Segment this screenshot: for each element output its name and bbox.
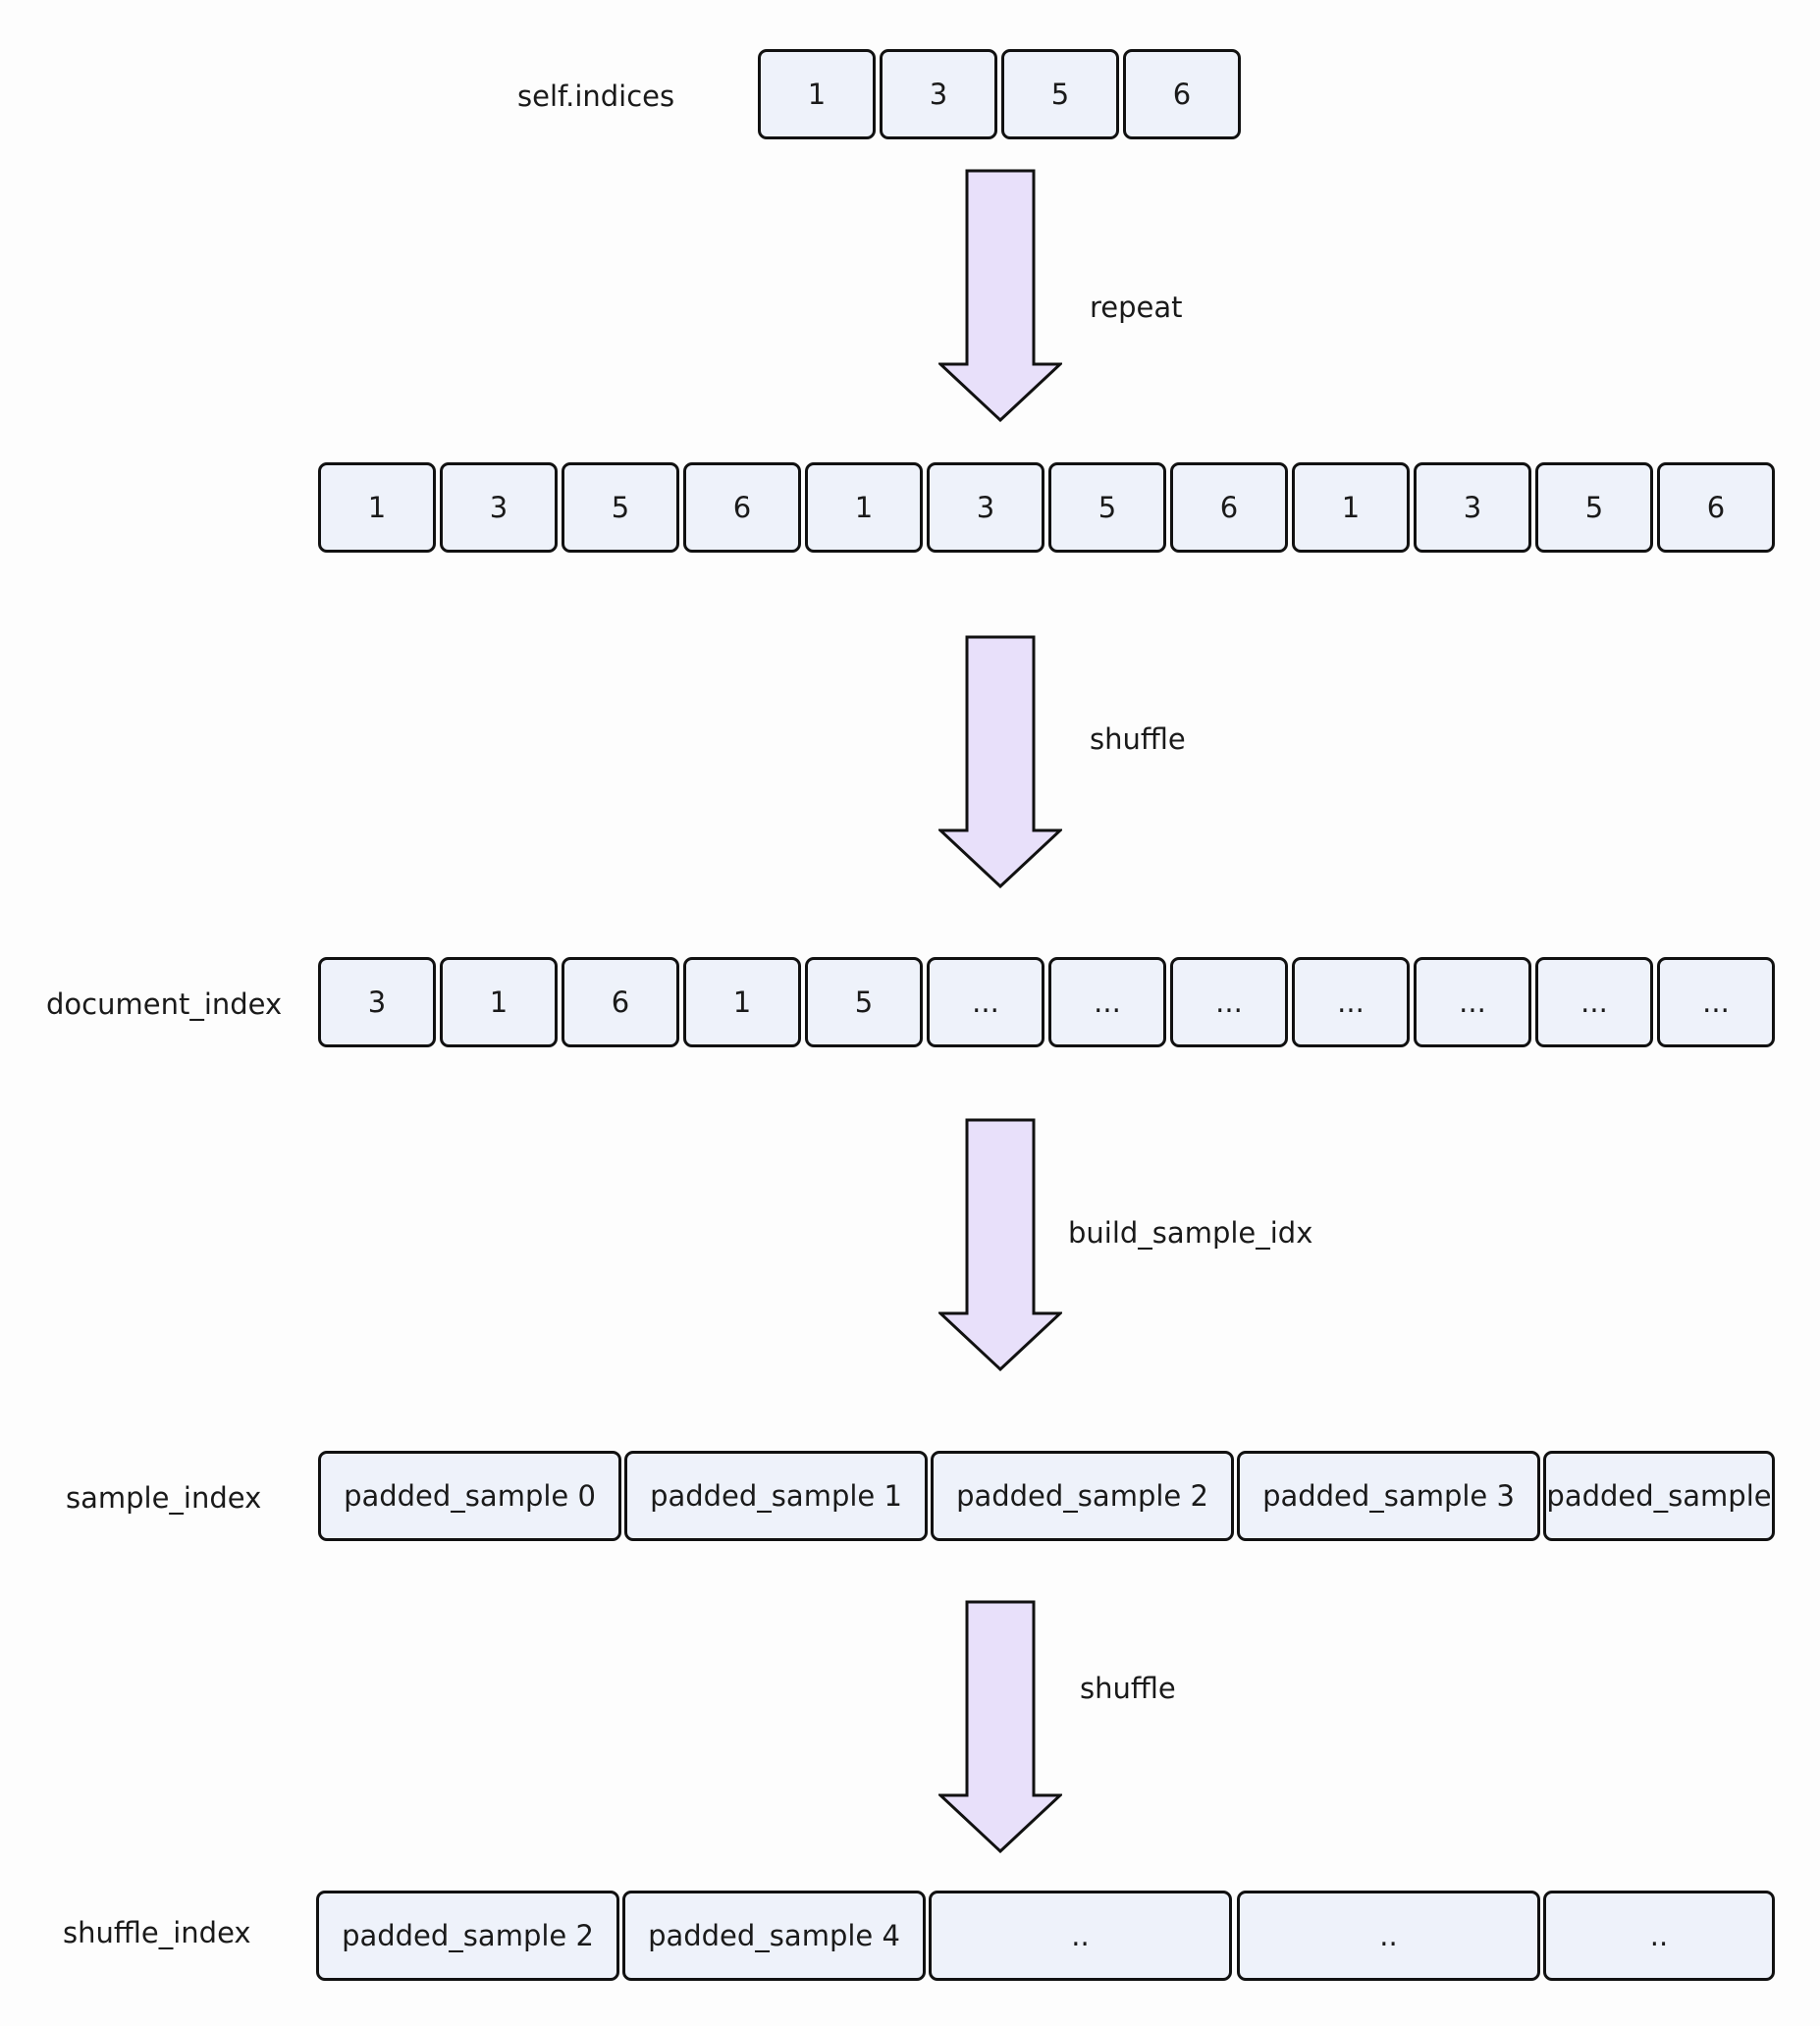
shuffle-arrow-label: shuffle xyxy=(1080,1672,1176,1705)
shuffle-index-cell: padded_sample 4 xyxy=(622,1891,926,1981)
self-indices-cell: 6 xyxy=(1123,49,1241,139)
document-index-label: document_index xyxy=(46,987,283,1021)
build-sample-idx-arrow xyxy=(938,1118,1062,1371)
repeated-cell: 3 xyxy=(927,462,1044,553)
document-index-cell: 5 xyxy=(805,957,923,1047)
repeated-cell: 5 xyxy=(1048,462,1166,553)
document-index-cell: ... xyxy=(1535,957,1653,1047)
document-index-cell: ... xyxy=(1657,957,1775,1047)
sample-index-cell: padded_sample 2 xyxy=(931,1451,1234,1541)
shuffle-index-cell: .. xyxy=(929,1891,1232,1981)
repeated-cell: 3 xyxy=(440,462,558,553)
repeat-arrow-label: repeat xyxy=(1090,291,1183,324)
document-index-cell: ... xyxy=(1292,957,1410,1047)
document-index-cell: 3 xyxy=(318,957,436,1047)
sample-index-cell: padded_sample 1 xyxy=(624,1451,928,1541)
repeat-arrow xyxy=(938,169,1062,422)
shuffle-arrow xyxy=(938,1600,1062,1853)
document-index-cell: ... xyxy=(1414,957,1531,1047)
shuffle-arrow xyxy=(938,635,1062,888)
shuffle-index-cell: .. xyxy=(1237,1891,1540,1981)
self-indices-cell: 5 xyxy=(1001,49,1119,139)
repeated-cell: 1 xyxy=(318,462,436,553)
document-index-cell: ... xyxy=(1170,957,1288,1047)
document-index-cell: ... xyxy=(927,957,1044,1047)
shuffle-index-cell: padded_sample 2 xyxy=(316,1891,619,1981)
document-index-cell: 1 xyxy=(440,957,558,1047)
sample-index-cell: padded_sample xyxy=(1543,1451,1775,1541)
repeated-cell: 3 xyxy=(1414,462,1531,553)
repeated-cell: 5 xyxy=(1535,462,1653,553)
document-index-cell: 1 xyxy=(683,957,801,1047)
sample-index-label: sample_index xyxy=(66,1481,262,1515)
sample-index-cell: padded_sample 3 xyxy=(1237,1451,1540,1541)
self-indices-cell: 1 xyxy=(758,49,876,139)
document-index-cell: 6 xyxy=(562,957,679,1047)
self-indices-label: self.indices xyxy=(517,80,675,113)
repeated-cell: 6 xyxy=(1170,462,1288,553)
shuffle-index-label: shuffle_index xyxy=(63,1916,251,1949)
sample-index-cell: padded_sample 0 xyxy=(318,1451,621,1541)
self-indices-cell: 3 xyxy=(880,49,997,139)
repeated-cell: 1 xyxy=(805,462,923,553)
repeated-cell: 6 xyxy=(1657,462,1775,553)
shuffle-index-cell: .. xyxy=(1543,1891,1775,1981)
shuffle-arrow-label: shuffle xyxy=(1090,722,1186,756)
repeated-cell: 1 xyxy=(1292,462,1410,553)
document-index-cell: ... xyxy=(1048,957,1166,1047)
build-sample-idx-arrow-label: build_sample_idx xyxy=(1068,1216,1313,1250)
repeated-cell: 6 xyxy=(683,462,801,553)
repeated-cell: 5 xyxy=(562,462,679,553)
